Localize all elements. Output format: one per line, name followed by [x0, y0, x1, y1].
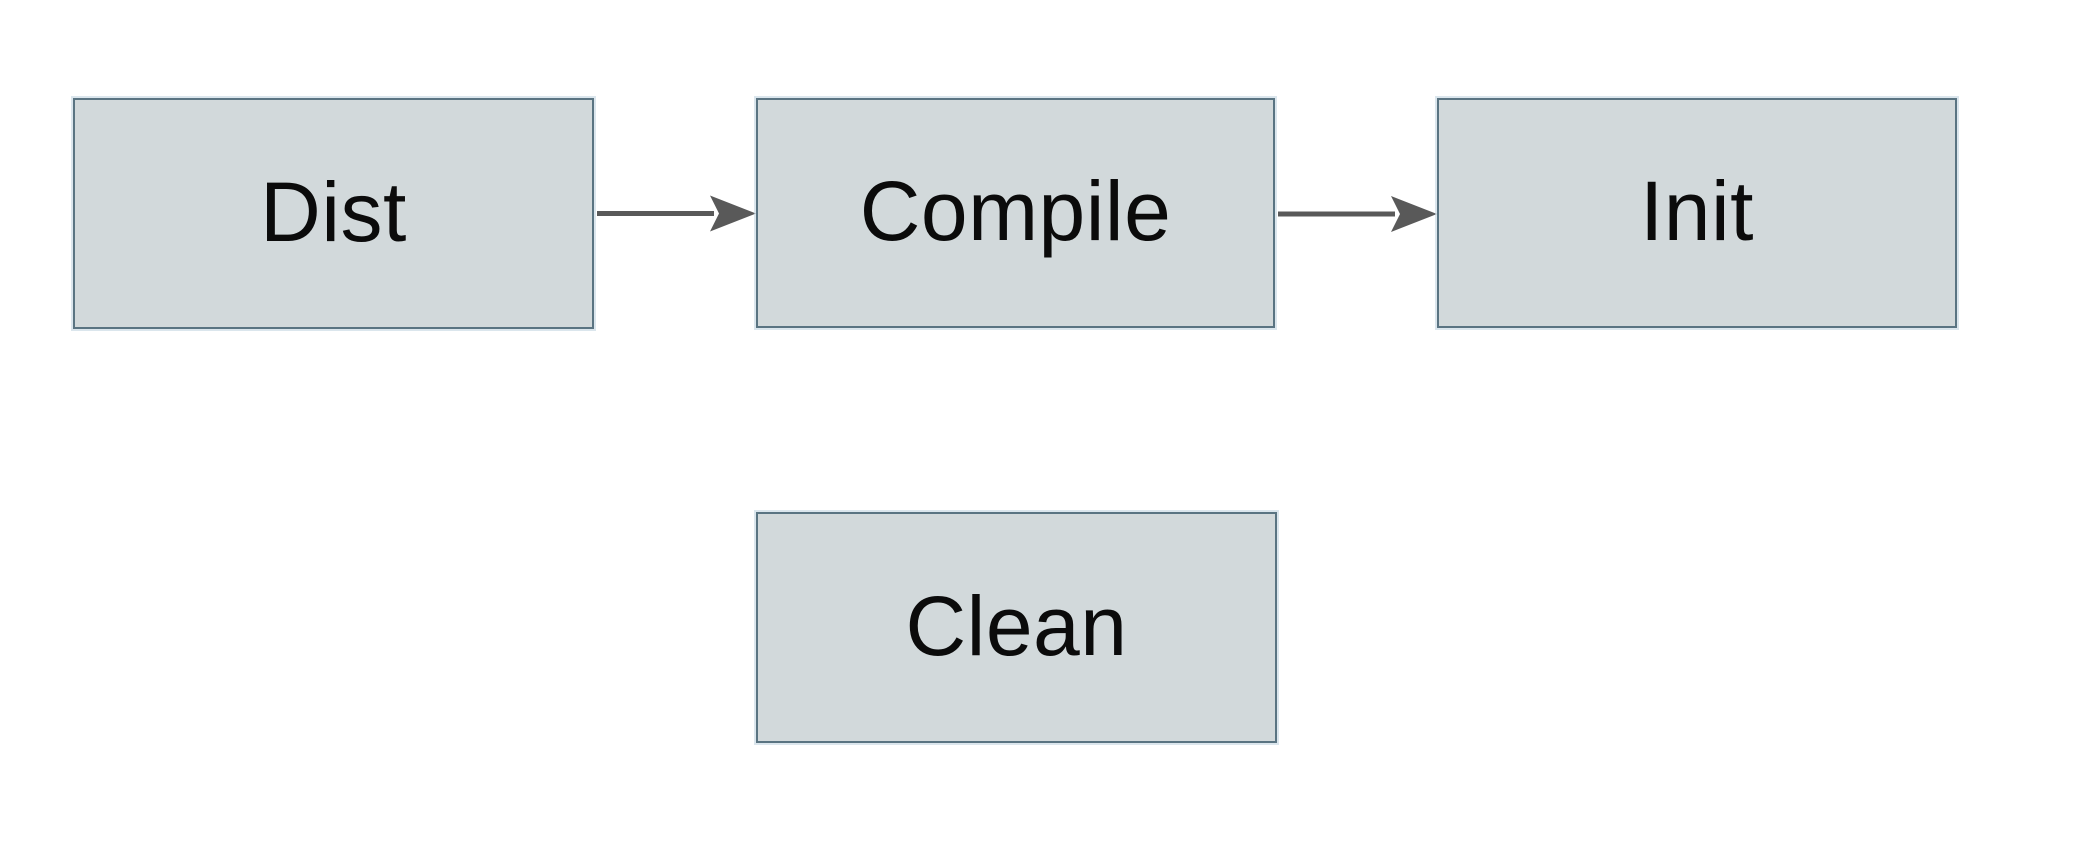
node-dist: Dist: [73, 98, 594, 329]
node-init: Init: [1437, 98, 1957, 328]
node-init-label: Init: [1639, 164, 1755, 258]
arrow-compile-to-init: [1278, 196, 1437, 232]
node-compile-label: Compile: [859, 164, 1172, 258]
node-clean-label: Clean: [905, 578, 1128, 673]
arrow-head-icon: [710, 195, 756, 232]
node-compile: Compile: [756, 98, 1275, 328]
node-clean: Clean: [756, 512, 1277, 743]
arrow-dist-to-compile: [597, 195, 756, 232]
node-dist-label: Dist: [260, 164, 407, 259]
arrow-head-icon: [1391, 196, 1437, 232]
